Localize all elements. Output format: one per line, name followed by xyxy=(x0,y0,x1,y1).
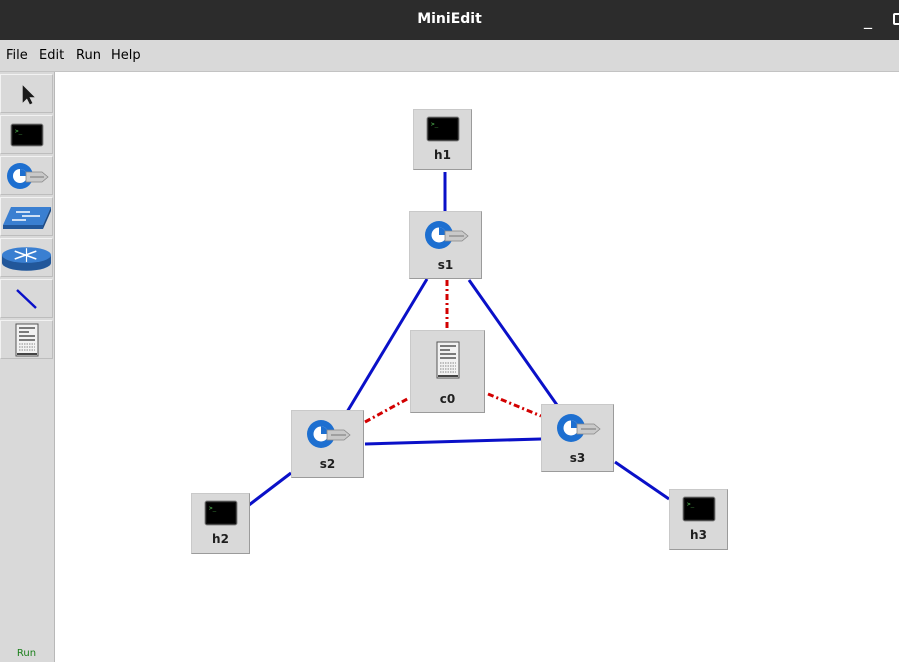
links-layer xyxy=(248,172,670,507)
menu-file[interactable]: File xyxy=(6,48,28,63)
window-title: MiniEdit xyxy=(417,11,482,27)
node-h1-label: h1 xyxy=(434,148,451,162)
node-c0[interactable]: c0 xyxy=(410,330,485,413)
window-titlebar: MiniEdit _ xyxy=(0,0,899,40)
menu-edit[interactable]: Edit xyxy=(39,48,65,63)
node-h1[interactable]: >_ h1 xyxy=(413,109,472,170)
tool-palette: >_ xyxy=(0,72,55,662)
svg-text:>_: >_ xyxy=(209,505,217,512)
link-s1-s2[interactable] xyxy=(345,278,429,413)
run-status-label[interactable]: Run xyxy=(16,648,37,659)
server-icon xyxy=(15,323,38,356)
menu-bar: File Edit Run Help xyxy=(0,40,899,72)
svg-text:>_: >_ xyxy=(15,128,23,135)
node-s3-label: s3 xyxy=(569,451,586,465)
link-s2-h2[interactable] xyxy=(248,471,292,507)
node-s1[interactable]: s1 xyxy=(409,211,482,279)
svg-text:>_: >_ xyxy=(687,501,695,508)
node-s2-label: s2 xyxy=(319,457,336,471)
link-line-icon xyxy=(15,288,37,309)
link-s3-h3[interactable] xyxy=(614,460,670,501)
select-tool-button[interactable] xyxy=(0,74,53,113)
topology-canvas[interactable]: >_ h1 s1 c0 s2 xyxy=(55,72,899,662)
openflow-switch-icon xyxy=(6,162,49,189)
pointer-arrow-icon xyxy=(22,84,35,104)
node-s3[interactable]: s3 xyxy=(541,404,614,472)
terminal-icon: >_ xyxy=(682,496,715,522)
router-icon xyxy=(1,246,52,271)
svg-text:>_: >_ xyxy=(431,121,439,128)
netlink-tool-button[interactable] xyxy=(0,279,53,318)
control-link-s3-c0[interactable] xyxy=(487,392,542,418)
openflow-switch-icon xyxy=(424,221,469,249)
node-s2[interactable]: s2 xyxy=(291,410,364,478)
controller-tool-button[interactable] xyxy=(0,320,53,359)
node-h3[interactable]: >_ h3 xyxy=(669,489,728,550)
legacy-switch-icon xyxy=(2,206,51,229)
menu-run[interactable]: Run xyxy=(76,48,101,63)
server-icon xyxy=(436,341,459,379)
control-link-s2-c0[interactable] xyxy=(364,396,410,424)
node-h2[interactable]: >_ h2 xyxy=(191,493,250,554)
menu-help[interactable]: Help xyxy=(111,48,141,63)
link-s2-s3[interactable] xyxy=(364,437,542,446)
switch-tool-button[interactable] xyxy=(0,156,53,195)
node-h3-label: h3 xyxy=(690,528,707,542)
terminal-icon: >_ xyxy=(204,500,237,526)
terminal-icon: >_ xyxy=(426,116,459,142)
host-tool-button[interactable]: >_ xyxy=(0,115,53,154)
maximize-button[interactable] xyxy=(893,13,899,25)
node-s1-label: s1 xyxy=(437,258,454,272)
openflow-switch-icon xyxy=(306,420,351,448)
terminal-icon: >_ xyxy=(10,123,43,146)
legacy-router-tool-button[interactable] xyxy=(0,238,53,277)
link-s1-s3[interactable] xyxy=(467,279,559,406)
node-h2-label: h2 xyxy=(212,532,229,546)
openflow-switch-icon xyxy=(556,414,601,442)
minimize-button[interactable]: _ xyxy=(864,10,872,29)
node-c0-label: c0 xyxy=(439,392,456,406)
legacy-switch-tool-button[interactable] xyxy=(0,197,53,236)
